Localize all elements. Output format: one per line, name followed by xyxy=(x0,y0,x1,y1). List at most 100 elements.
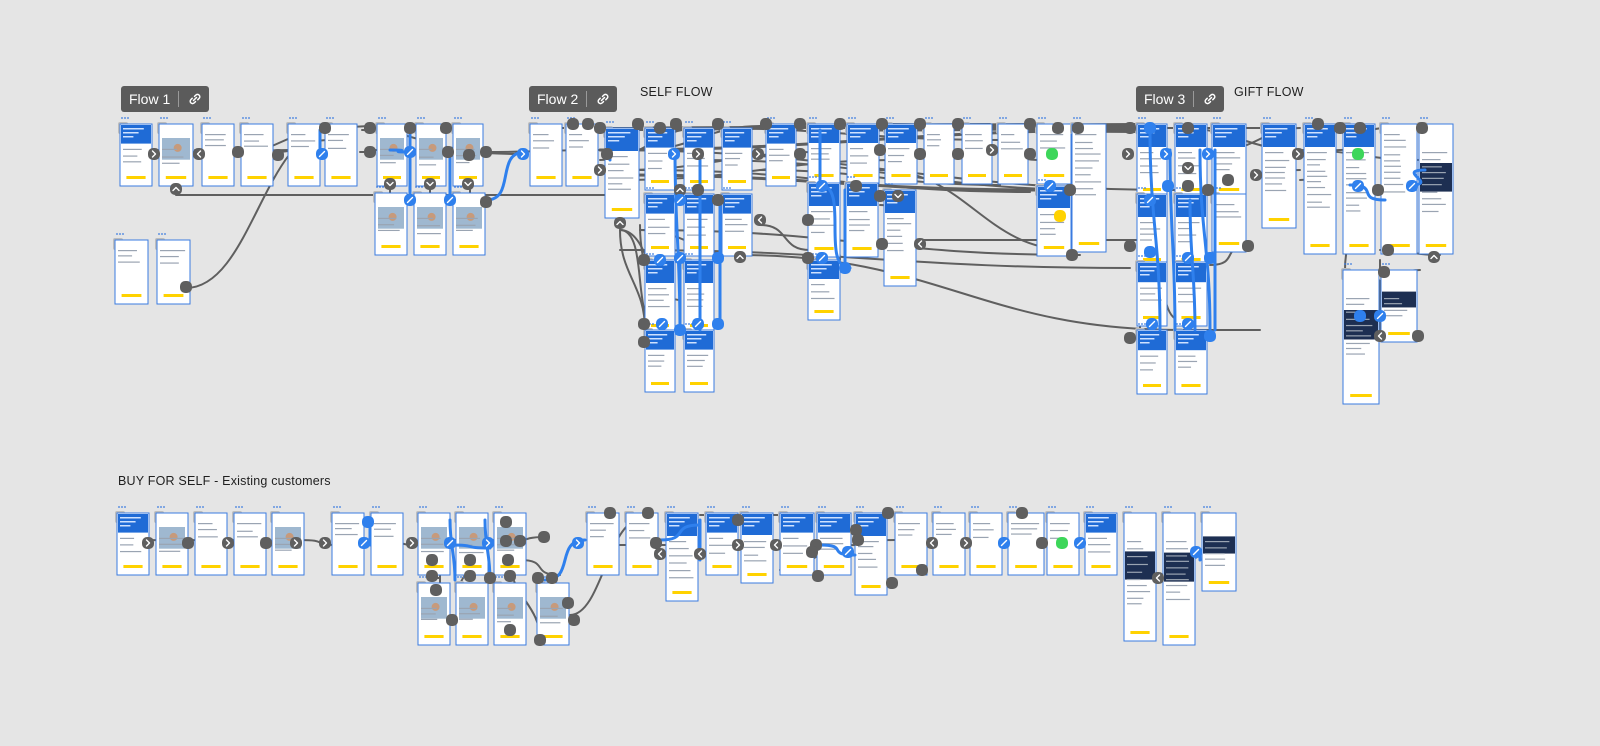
connector-node[interactable] xyxy=(694,548,706,560)
connector-node[interactable] xyxy=(404,146,416,158)
connector-node[interactable] xyxy=(1162,180,1174,192)
connector-node[interactable] xyxy=(668,148,680,160)
connector-node[interactable] xyxy=(1072,122,1084,134)
screen-frame[interactable] xyxy=(883,117,918,185)
screen-frame[interactable] xyxy=(1161,506,1196,646)
connector-node[interactable] xyxy=(440,122,452,134)
connector-node[interactable] xyxy=(1122,148,1134,160)
connector-node[interactable] xyxy=(568,614,580,626)
screen-frame[interactable] xyxy=(643,323,676,393)
screen-frame[interactable] xyxy=(1035,179,1072,257)
connector-node[interactable] xyxy=(674,184,686,196)
connector-node[interactable] xyxy=(850,524,862,536)
connector-node[interactable] xyxy=(1044,180,1056,192)
connector-node[interactable] xyxy=(446,614,458,626)
connector-node[interactable] xyxy=(1382,244,1394,256)
connector-node[interactable] xyxy=(916,564,928,576)
connector-node[interactable] xyxy=(1036,537,1048,549)
connector-node[interactable] xyxy=(650,537,662,549)
connector-node[interactable] xyxy=(794,148,806,160)
screen-frame[interactable] xyxy=(922,117,955,185)
connector-node[interactable] xyxy=(842,546,854,558)
connector-node[interactable] xyxy=(1182,180,1194,192)
screen-frame[interactable] xyxy=(1083,506,1118,576)
connector-node[interactable] xyxy=(1056,537,1068,549)
connector-node[interactable] xyxy=(834,118,846,130)
connector-node[interactable] xyxy=(148,148,160,160)
connector-node[interactable] xyxy=(892,190,904,202)
screen-frame[interactable] xyxy=(270,506,305,576)
connector-node[interactable] xyxy=(462,178,474,190)
connector-node[interactable] xyxy=(534,634,546,646)
connector-node[interactable] xyxy=(670,118,682,130)
screen-frame[interactable] xyxy=(1122,506,1157,642)
connector-node[interactable] xyxy=(654,548,666,560)
connector-node[interactable] xyxy=(1312,118,1324,130)
screen-frame[interactable] xyxy=(412,186,447,256)
connector-node[interactable] xyxy=(272,149,284,161)
connector-node[interactable] xyxy=(654,122,666,134)
connector-node[interactable] xyxy=(1374,310,1386,322)
connector-node[interactable] xyxy=(464,554,476,566)
connector-node[interactable] xyxy=(752,148,764,160)
screen-frame[interactable] xyxy=(454,576,489,646)
connector-node[interactable] xyxy=(1354,310,1366,322)
connector-node[interactable] xyxy=(998,537,1010,549)
connector-node[interactable] xyxy=(712,194,724,206)
connector-node[interactable] xyxy=(424,178,436,190)
screen-frame[interactable] xyxy=(369,506,404,576)
connector-node[interactable] xyxy=(674,324,686,336)
connector-node[interactable] xyxy=(142,537,154,549)
connector-node[interactable] xyxy=(960,537,972,549)
screen-frame[interactable] xyxy=(1341,263,1380,405)
connector-node[interactable] xyxy=(816,252,828,264)
connector-node[interactable] xyxy=(316,148,328,160)
connector-node[interactable] xyxy=(260,537,272,549)
connector-node[interactable] xyxy=(638,254,650,266)
connector-node[interactable] xyxy=(874,190,886,202)
connector-node[interactable] xyxy=(1354,122,1366,134)
screen-frame[interactable] xyxy=(115,506,150,576)
screen-frame[interactable] xyxy=(528,117,563,187)
connector-node[interactable] xyxy=(1182,318,1194,330)
connector-node[interactable] xyxy=(1190,546,1202,558)
screen-frame[interactable] xyxy=(323,117,358,187)
connector-node[interactable] xyxy=(502,554,514,566)
connector-node[interactable] xyxy=(754,214,766,226)
connector-node[interactable] xyxy=(1202,184,1214,196)
connector-node[interactable] xyxy=(1372,184,1384,196)
connector-node[interactable] xyxy=(1144,246,1156,258)
connector-node[interactable] xyxy=(1416,122,1428,134)
screen-frame[interactable] xyxy=(492,576,527,646)
connector-node[interactable] xyxy=(426,570,438,582)
connector-node[interactable] xyxy=(546,572,558,584)
connector-node[interactable] xyxy=(732,514,744,526)
connector-node[interactable] xyxy=(1378,266,1390,278)
screen-frame[interactable] xyxy=(739,506,774,584)
connector-node[interactable] xyxy=(734,251,746,263)
connector-node[interactable] xyxy=(874,144,886,156)
connector-node[interactable] xyxy=(794,118,806,130)
connector-node[interactable] xyxy=(290,537,302,549)
connector-node[interactable] xyxy=(480,146,492,158)
screen-frame[interactable] xyxy=(239,117,274,187)
screen-frame[interactable] xyxy=(375,117,408,187)
connector-node[interactable] xyxy=(384,178,396,190)
connector-node[interactable] xyxy=(604,507,616,519)
connector-node[interactable] xyxy=(1352,180,1364,192)
connector-node[interactable] xyxy=(876,118,888,130)
connector-node[interactable] xyxy=(1222,174,1234,186)
screen-frame[interactable] xyxy=(664,506,699,602)
screen-frame[interactable] xyxy=(1135,255,1168,327)
connector-node[interactable] xyxy=(770,539,782,551)
connector-node[interactable] xyxy=(692,184,704,196)
connector-node[interactable] xyxy=(582,118,594,130)
screen-frame[interactable] xyxy=(1200,506,1237,592)
connector-node[interactable] xyxy=(1428,251,1440,263)
connector-node[interactable] xyxy=(654,254,666,266)
connector-node[interactable] xyxy=(1182,162,1194,174)
screen-frame[interactable] xyxy=(118,117,153,187)
connector-node[interactable] xyxy=(1182,252,1194,264)
connector-node[interactable] xyxy=(674,252,686,264)
connector-node[interactable] xyxy=(594,122,606,134)
